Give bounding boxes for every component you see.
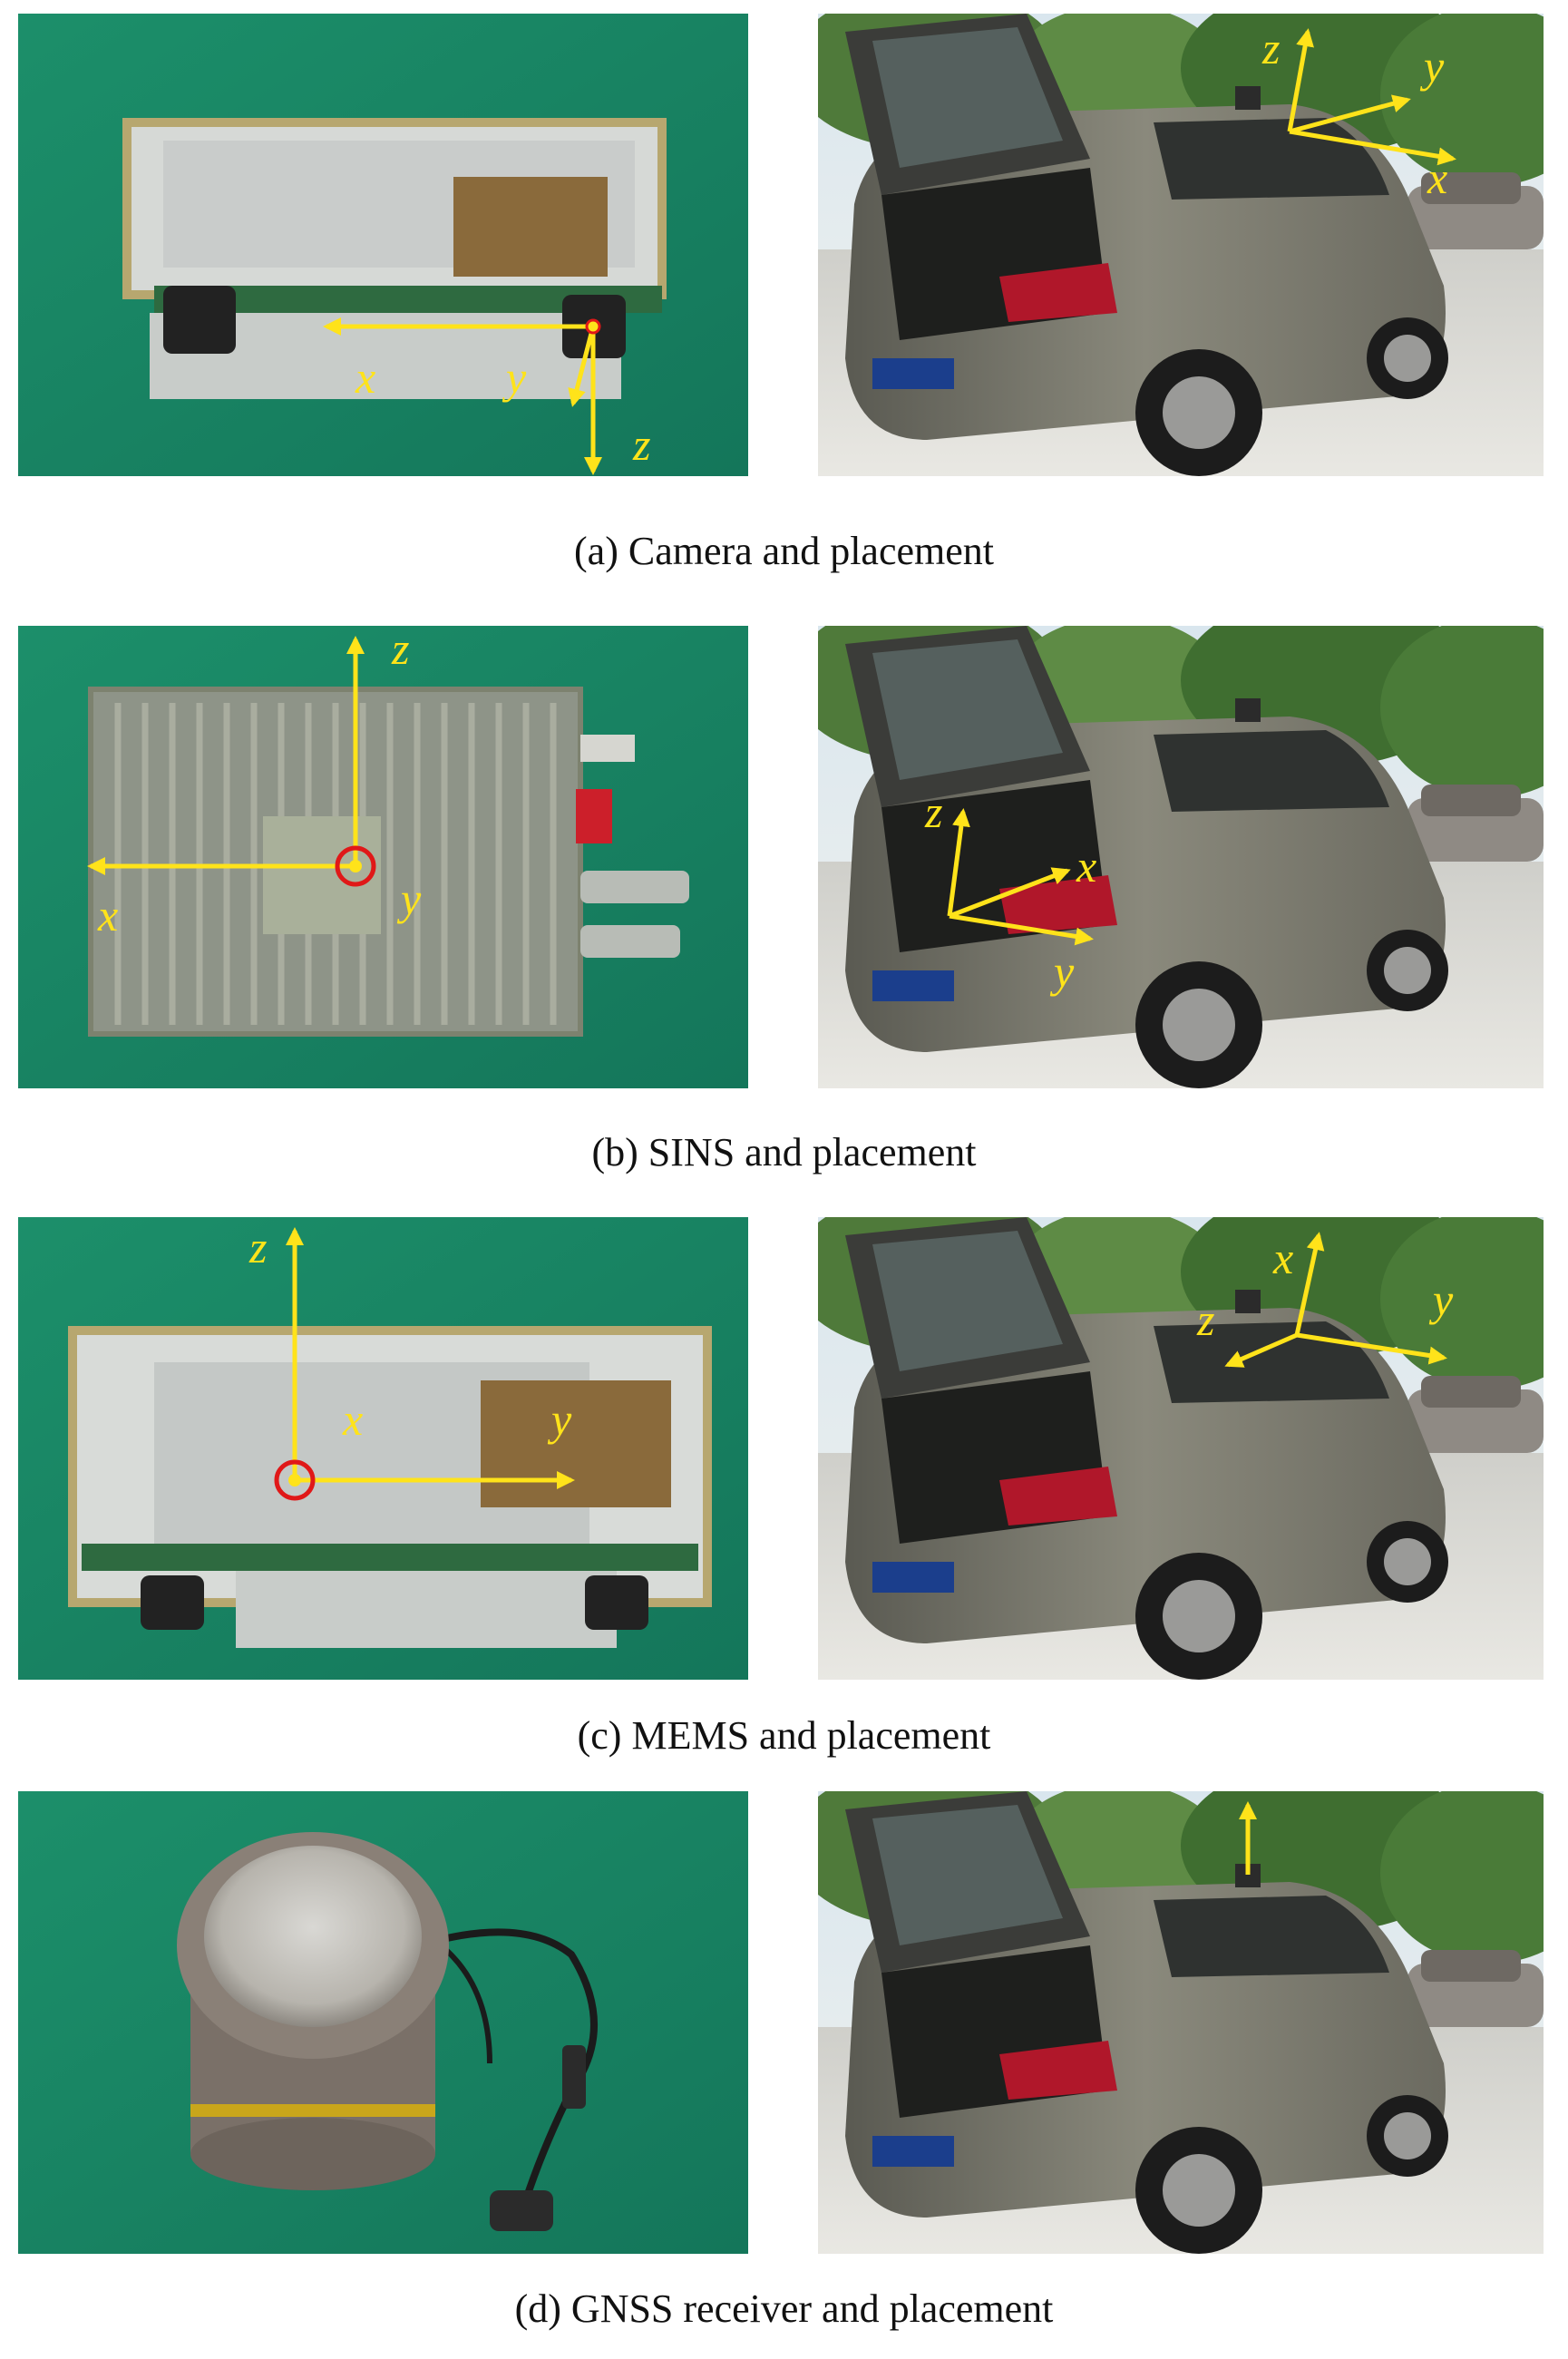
gnss-placement-photo bbox=[818, 1791, 1544, 2254]
mems-car-axis-x-label: x bbox=[1272, 1233, 1293, 1283]
caption-b: (b) SINS and placement bbox=[591, 1130, 977, 1175]
caption-a: (a) Camera and placement bbox=[574, 529, 994, 573]
sins-axis-z-label: z bbox=[391, 626, 409, 674]
camera-car-axis-y-label: y bbox=[1419, 41, 1445, 92]
sins-car-axis-y-label: y bbox=[1049, 946, 1075, 997]
camera-axis-x-label: x bbox=[355, 352, 375, 403]
camera-car-axis-z-label: z bbox=[1261, 23, 1280, 73]
mems-placement-photo: x y z bbox=[818, 1217, 1544, 1680]
camera-car-axis-x-label: x bbox=[1427, 152, 1447, 203]
camera-axis-y-label: y bbox=[502, 352, 527, 403]
mems-device-photo: z x y bbox=[18, 1217, 748, 1680]
camera-placement-photo: z y x bbox=[818, 14, 1544, 476]
mems-car-axis-y-label: y bbox=[1428, 1274, 1454, 1325]
sins-axis-y-label: y bbox=[396, 873, 422, 924]
mems-axis-x-label: x bbox=[342, 1394, 363, 1445]
sins-car-axis-z-label: z bbox=[924, 786, 942, 837]
mems-axis-z-label: z bbox=[248, 1222, 267, 1272]
camera-device-photo: x y z bbox=[18, 14, 748, 476]
sins-car-axis-x-label: x bbox=[1076, 841, 1096, 892]
caption-c: (c) MEMS and placement bbox=[577, 1713, 991, 1758]
camera-axis-z-label: z bbox=[632, 419, 650, 470]
gnss-receiver-photo bbox=[18, 1791, 748, 2254]
sins-device-photo: z y x bbox=[18, 626, 748, 1088]
caption-d: (d) GNSS receiver and placement bbox=[514, 2286, 1054, 2331]
mems-axis-y-label: y bbox=[547, 1394, 572, 1445]
mems-car-axis-z-label: z bbox=[1196, 1294, 1214, 1345]
sins-axis-x-label: x bbox=[97, 890, 118, 941]
sins-placement-photo: z x y bbox=[818, 626, 1544, 1088]
